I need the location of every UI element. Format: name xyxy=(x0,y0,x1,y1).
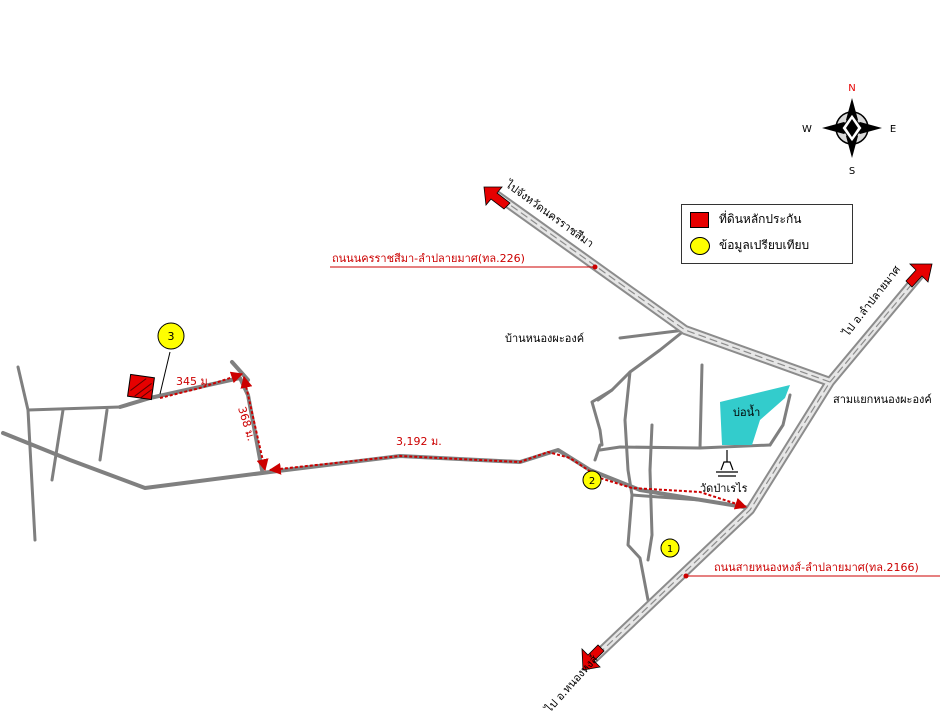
temple-icon xyxy=(716,450,738,477)
legend-row-collateral: ที่ดินหลักประกัน xyxy=(690,210,801,229)
svg-text:2: 2 xyxy=(589,476,595,487)
label-pond: บ่อน้ำ xyxy=(733,404,760,419)
minor-roads xyxy=(16,328,792,602)
arrow-to-lam-plai-mat xyxy=(905,263,933,288)
leader-dot-226 xyxy=(592,264,598,270)
svg-text:1: 1 xyxy=(667,544,673,555)
label-temple: วัดป่าเรไร xyxy=(700,482,748,495)
compass-rose: N S E W xyxy=(802,83,896,177)
arrow-to-nong-hong xyxy=(581,644,605,671)
legend-row-comparison: ข้อมูลเปรียบเทียบ xyxy=(690,236,809,255)
label-village: บ้านหนองผะองค์ xyxy=(505,332,584,345)
label-distance-345: 345 ม. xyxy=(176,375,211,388)
direction-arrows xyxy=(483,186,933,671)
svg-text:3: 3 xyxy=(168,330,175,343)
compass-e: E xyxy=(890,124,896,135)
label-leaders xyxy=(330,266,940,577)
legend: ที่ดินหลักประกัน ข้อมูลเปรียบเทียบ xyxy=(681,204,853,264)
collateral-parcel xyxy=(127,351,171,401)
compass-s: S xyxy=(849,166,855,177)
legend-collateral-label: ที่ดินหลักประกัน xyxy=(719,212,802,226)
compass-w: W xyxy=(802,124,812,135)
label-distance-3192: 3,192 ม. xyxy=(396,435,442,448)
leader-dot-2166 xyxy=(683,573,689,579)
highways xyxy=(487,187,927,667)
label-junction: สามแยกหนองผะองค์ xyxy=(833,393,932,406)
collateral-swatch xyxy=(690,211,709,228)
legend-comparison-label: ข้อมูลเปรียบเทียบ xyxy=(719,238,810,252)
label-highway-2166: ถนนสายหนองหงส์-ลำปลายมาศ(ทล.2166) xyxy=(714,561,919,574)
marker-2: 2 xyxy=(582,470,602,490)
pond xyxy=(720,385,790,445)
label-highway-226: ถนนนครราชสีมา-ลำปลายมาศ(ทล.226) xyxy=(332,252,525,265)
label-to-nong-hong: ไป อ.หนองหงส์ xyxy=(542,652,601,715)
route-line xyxy=(159,371,748,510)
compass-n: N xyxy=(848,83,855,94)
main-road xyxy=(1,360,752,510)
comparison-markers: 1 2 3 xyxy=(157,322,680,558)
marker-1: 1 xyxy=(660,538,680,558)
marker-3: 3 xyxy=(157,322,185,350)
arrow-to-nakhon-ratchasima xyxy=(483,186,511,210)
comparison-swatch xyxy=(690,236,710,255)
